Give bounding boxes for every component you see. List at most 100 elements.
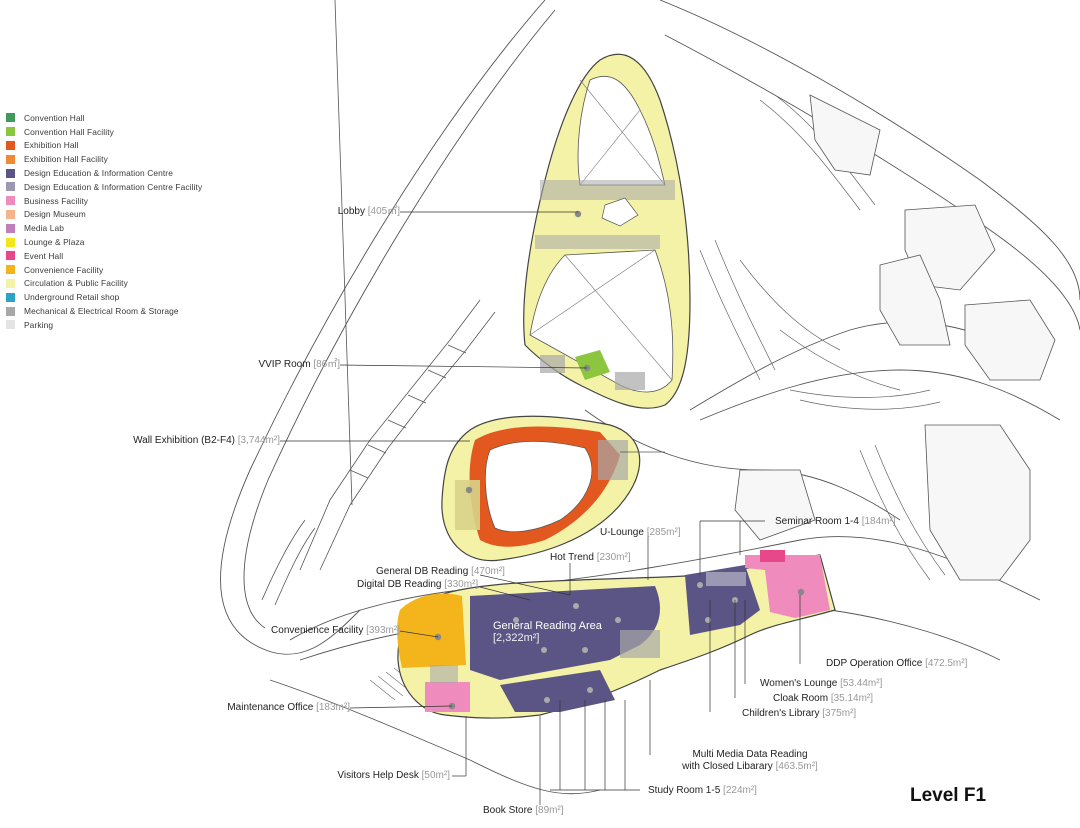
wall-exhibition-building bbox=[441, 415, 665, 562]
legend-swatch bbox=[6, 237, 15, 247]
legend-label: Circulation & Public Facility bbox=[24, 278, 128, 289]
label-name: Digital DB Reading bbox=[357, 579, 442, 590]
label-name: Cloak Room bbox=[773, 693, 829, 704]
legend-swatch bbox=[6, 113, 15, 123]
label-name: Wall Exhibition (B2-F4) bbox=[133, 435, 235, 446]
label-name: Convenience Facility bbox=[271, 625, 364, 636]
library-building bbox=[397, 550, 836, 719]
label-area: [463.5m²] bbox=[775, 761, 818, 772]
label-area: [230m²] bbox=[596, 552, 631, 563]
legend-swatch bbox=[6, 127, 15, 137]
legend-label: Design Education & Information Centre Fa… bbox=[24, 181, 203, 192]
legend-label: Event Hall bbox=[24, 250, 64, 261]
ramp-structure bbox=[261, 0, 496, 606]
label-general-reading-area: General Reading Area[2,322m²] bbox=[493, 620, 602, 644]
label-name: Children's Library bbox=[742, 708, 820, 719]
legend-label: Convenience Facility bbox=[24, 264, 104, 275]
label-area: [393m²] bbox=[366, 625, 400, 636]
label-vvip: VVIP Room [86㎡] bbox=[230, 359, 340, 371]
label-name: Hot Trend bbox=[550, 552, 594, 563]
legend-item: Convention Hall bbox=[6, 111, 236, 125]
label-cloak: Cloak Room [35.14m²] bbox=[773, 693, 873, 705]
legend-label: Exhibition Hall Facility bbox=[24, 154, 108, 165]
label-area: [53.44m²] bbox=[840, 678, 883, 689]
legend-label: Convention Hall Facility bbox=[24, 126, 114, 137]
legend-item: Design Education & Information Centre Fa… bbox=[6, 180, 236, 194]
legend-item: Circulation & Public Facility bbox=[6, 277, 236, 291]
legend-label: Parking bbox=[24, 319, 54, 330]
legend-item: Lounge & Plaza bbox=[6, 235, 236, 249]
legend-label: Underground Retail shop bbox=[24, 292, 120, 303]
label-area: [35.14m²] bbox=[830, 693, 874, 704]
legend-item: Exhibition Hall bbox=[6, 139, 236, 153]
lobby-building bbox=[523, 53, 691, 409]
label-area: [3,744m²] bbox=[237, 435, 280, 446]
label-name: Women's Lounge bbox=[760, 678, 838, 689]
legend-swatch bbox=[6, 278, 15, 288]
legend-item: Underground Retail shop bbox=[6, 290, 236, 304]
label-name: Lobby bbox=[337, 206, 365, 217]
label-lobby: Lobby [405㎡] bbox=[300, 206, 400, 218]
label-area: [224m²] bbox=[723, 785, 757, 796]
label-seminar: Seminar Room 1-4 [184m²] bbox=[775, 516, 896, 528]
legend-swatch bbox=[6, 320, 15, 330]
label-womens: Women's Lounge [53.44m²] bbox=[760, 678, 882, 690]
right-buildings bbox=[734, 94, 1056, 581]
legend-swatch bbox=[6, 306, 15, 316]
label-name: VVIP Room bbox=[258, 359, 311, 370]
label-study: Study Room 1-5 [224m²] bbox=[648, 785, 757, 797]
legend-label: Design Education & Information Centre bbox=[24, 168, 173, 179]
label-area: [470m²] bbox=[471, 566, 505, 577]
legend-swatch bbox=[6, 196, 15, 206]
label-area: [89m²] bbox=[535, 805, 564, 816]
legend-label: Lounge & Plaza bbox=[24, 237, 85, 248]
label-area: [183m²] bbox=[316, 702, 350, 713]
label-area: [50m²] bbox=[421, 770, 450, 781]
legend-swatch bbox=[6, 223, 15, 233]
legend-swatch bbox=[6, 154, 15, 164]
label-name: General Reading Area bbox=[493, 620, 602, 632]
legend-label: Convention Hall bbox=[24, 112, 85, 123]
label-visitors: Visitors Help Desk [50m²] bbox=[260, 770, 450, 782]
legend-swatch bbox=[6, 168, 15, 178]
legend-item: Media Lab bbox=[6, 221, 236, 235]
label-name: Seminar Room 1-4 bbox=[775, 516, 859, 527]
label-ddp: DDP Operation Office [472.5m²] bbox=[826, 658, 967, 670]
legend-swatch bbox=[6, 251, 15, 261]
legend: Convention Hall Convention Hall Facility… bbox=[6, 111, 236, 332]
legend-label: Business Facility bbox=[24, 195, 89, 206]
label-area: [2,322m²] bbox=[493, 632, 540, 644]
label-hot-trend: Hot Trend [230m²] bbox=[550, 552, 631, 564]
label-name: with Closed Libarary bbox=[682, 761, 773, 772]
legend-item: Design Museum bbox=[6, 208, 236, 222]
label-wall-exhibition: Wall Exhibition (B2-F4) [3,744m²] bbox=[70, 435, 280, 447]
label-line2: with Closed Libarary [463.5m²] bbox=[655, 761, 845, 773]
label-name: DDP Operation Office bbox=[826, 658, 923, 669]
legend-item: Business Facility bbox=[6, 194, 236, 208]
legend-item: Design Education & Information Centre bbox=[6, 166, 236, 180]
legend-item: Event Hall bbox=[6, 249, 236, 263]
site-outline bbox=[220, 0, 1080, 795]
label-bookstore: Book Store [89m²] bbox=[483, 805, 564, 817]
label-maintenance: Maintenance Office [183m²] bbox=[150, 702, 350, 714]
label-name: General DB Reading bbox=[376, 566, 469, 577]
label-area: [184m²] bbox=[861, 516, 896, 527]
label-ulounge: U-Lounge [285m²] bbox=[600, 527, 681, 539]
label-name: U-Lounge bbox=[600, 527, 644, 538]
legend-swatch bbox=[6, 265, 15, 275]
legend-item: Exhibition Hall Facility bbox=[6, 152, 236, 166]
label-area: [375m²] bbox=[822, 708, 857, 719]
legend-item: Parking bbox=[6, 318, 236, 332]
label-area: [285m²] bbox=[646, 527, 681, 538]
legend-item: Convenience Facility bbox=[6, 263, 236, 277]
legend-swatch bbox=[6, 140, 15, 150]
legend-label: Design Museum bbox=[24, 209, 86, 220]
legend-item: Mechanical & Electrical Room & Storage bbox=[6, 304, 236, 318]
legend-swatch bbox=[6, 209, 15, 219]
label-name: Study Room 1-5 bbox=[648, 785, 721, 796]
legend-label: Mechanical & Electrical Room & Storage bbox=[24, 306, 179, 317]
legend-swatch bbox=[6, 292, 15, 302]
leader-lines bbox=[280, 211, 801, 805]
legend-label: Exhibition Hall bbox=[24, 140, 79, 151]
